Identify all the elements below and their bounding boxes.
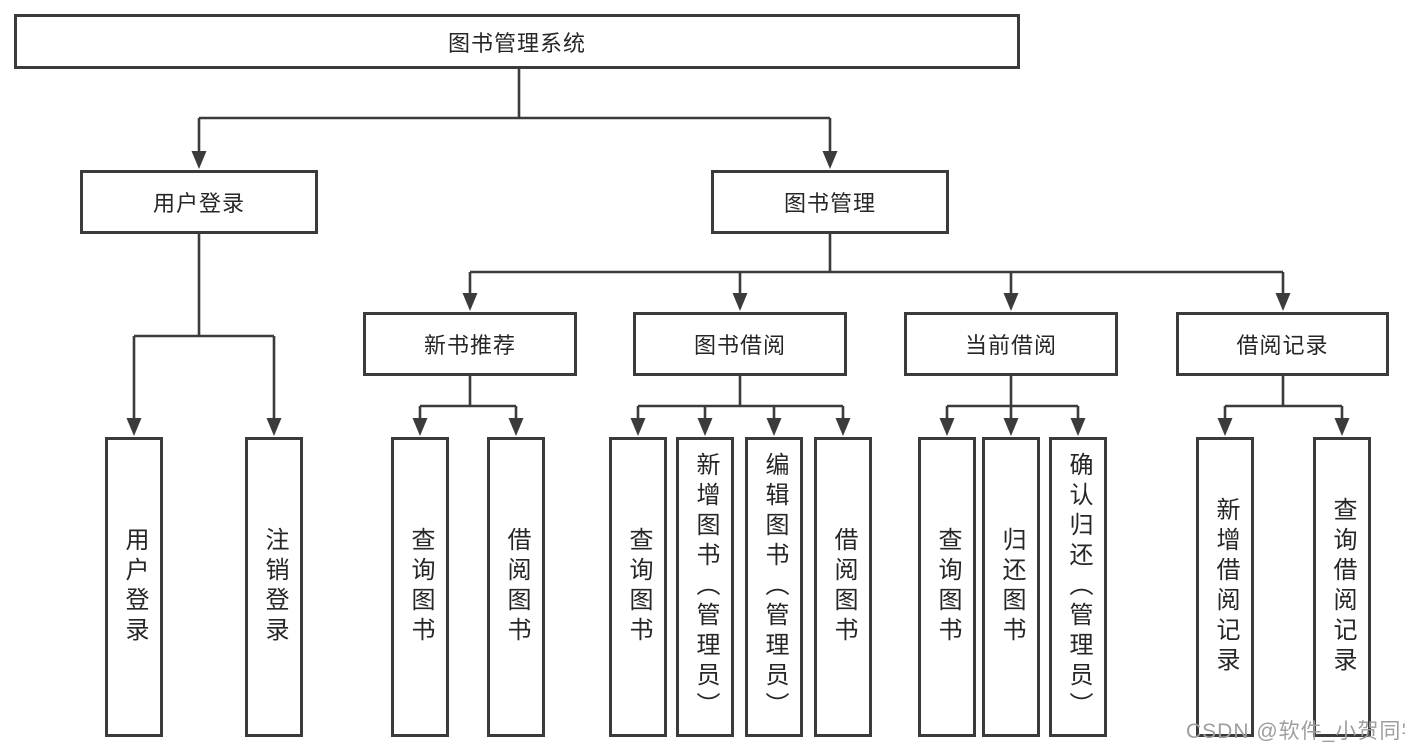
leaf-logout: 注销登录	[245, 437, 303, 737]
leaf-edit-books-admin: 编辑图书（管理员）	[745, 437, 803, 737]
node-borrow-records: 借阅记录	[1176, 312, 1389, 376]
leaf-borrow-books-recommend: 借阅图书	[487, 437, 545, 737]
leaf-return-books: 归还图书	[982, 437, 1040, 737]
connector-borrow-to-leaves	[636, 376, 845, 420]
connector-root-to-level2	[197, 69, 832, 153]
node-new-book-recommend: 新书推荐	[363, 312, 577, 376]
leaf-add-borrow-record: 新增借阅记录	[1196, 437, 1254, 737]
connector-records-to-leaves	[1223, 376, 1344, 420]
leaf-confirm-return-admin: 确认归还（管理员）	[1049, 437, 1107, 737]
node-book-management: 图书管理	[711, 170, 949, 234]
leaf-user-login: 用户登录	[105, 437, 163, 737]
leaf-add-books-admin: 新增图书（管理员）	[676, 437, 734, 737]
csdn-watermark: CSDN @软件_小贺同学	[1186, 720, 1405, 743]
arrowheads	[126, 151, 1350, 436]
node-current-borrow: 当前借阅	[904, 312, 1118, 376]
connector-current-to-leaves	[945, 376, 1080, 420]
leaf-query-books-current: 查询图书	[918, 437, 976, 737]
connector-recommend-to-leaves	[418, 376, 518, 420]
connector-login-to-leaves	[132, 234, 276, 420]
node-book-borrow: 图书借阅	[633, 312, 847, 376]
connector-mgmt-to-level3	[468, 234, 1285, 294]
node-user-login: 用户登录	[80, 170, 318, 234]
leaf-query-borrow-record: 查询借阅记录	[1313, 437, 1371, 737]
leaf-query-books-borrow: 查询图书	[609, 437, 667, 737]
node-library-system: 图书管理系统	[14, 14, 1020, 69]
leaf-borrow-books: 借阅图书	[814, 437, 872, 737]
leaf-query-books-recommend: 查询图书	[391, 437, 449, 737]
